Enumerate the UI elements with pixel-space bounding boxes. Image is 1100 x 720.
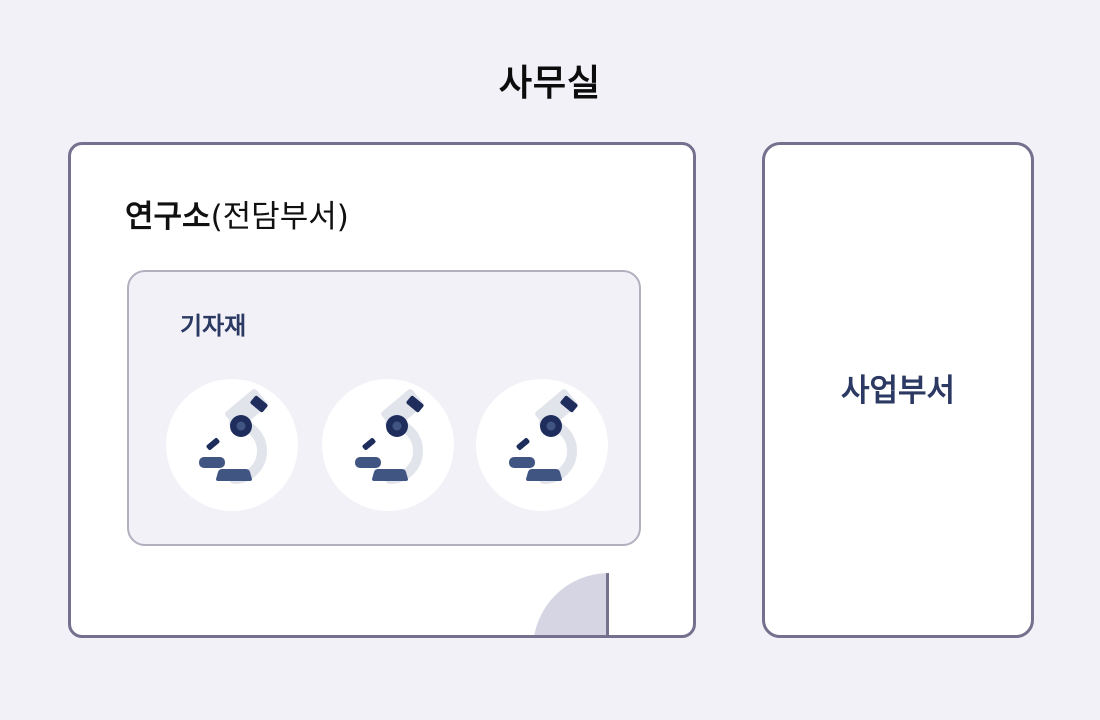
lab-label-sub: (전담부서) <box>210 199 349 235</box>
business-dept-room: 사업부서 <box>762 142 1034 638</box>
microscope-icon <box>355 389 424 484</box>
microscope-item-3 <box>476 379 608 511</box>
office-title: 사무실 <box>498 63 602 104</box>
business-dept-label: 사업부서 <box>840 373 956 409</box>
equipment-area: 기자재 <box>127 270 641 546</box>
microscope-icon <box>509 389 578 484</box>
equipment-label: 기자재 <box>180 312 247 340</box>
lab-label: 연구소(전담부서) <box>125 191 349 236</box>
microscope-item-2 <box>322 379 454 511</box>
microscope-item-1 <box>166 379 298 511</box>
microscope-icon <box>199 389 268 484</box>
lab-room: 연구소(전담부서) 기자재 <box>68 142 696 638</box>
lab-label-main: 연구소 <box>125 199 211 235</box>
door-icon <box>533 573 609 635</box>
